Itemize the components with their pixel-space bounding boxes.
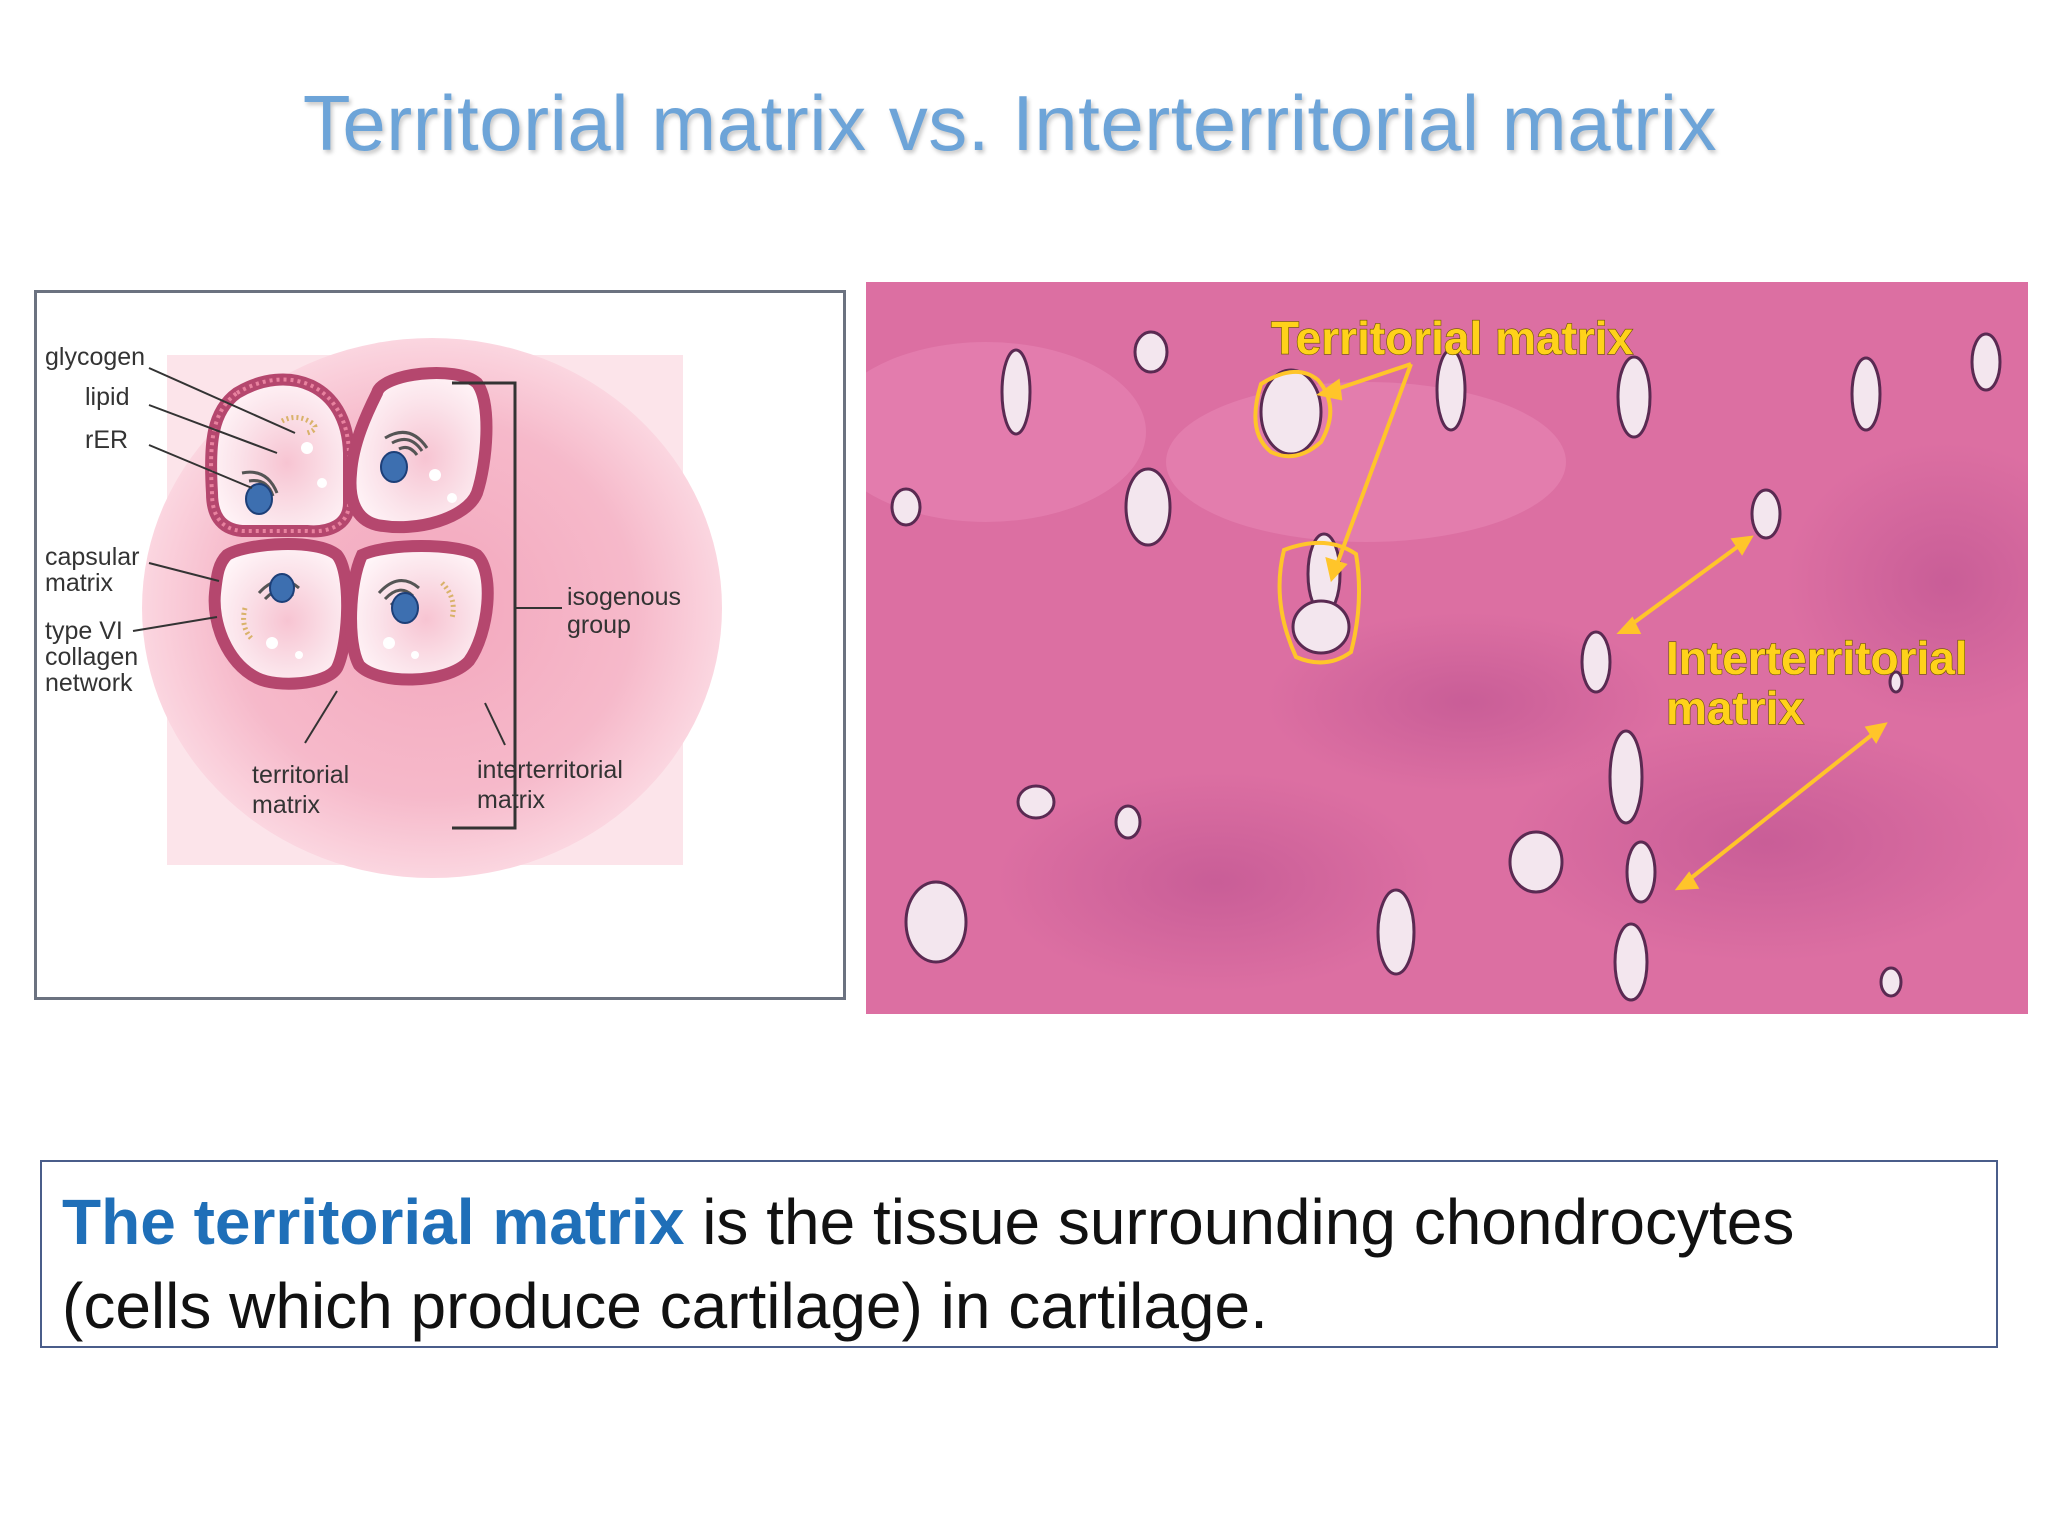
label-lipid: lipid xyxy=(85,383,129,411)
nucleus xyxy=(245,483,273,515)
territorial-outline-1 xyxy=(1253,369,1333,459)
territorial-arrows xyxy=(1316,362,1413,583)
caption-line2: (cells which produce cartilage) in carti… xyxy=(62,1270,1268,1342)
label-territorial-2: matrix xyxy=(252,791,321,819)
label-territorial-1: territorial xyxy=(252,761,349,789)
chondrocyte-top-left xyxy=(205,373,355,538)
territorial-outline-2 xyxy=(1277,540,1362,665)
label-territorial-matrix: Territorial matrix xyxy=(1271,312,1634,364)
highlighted-cell-groups xyxy=(1259,368,1351,655)
nucleus xyxy=(269,573,295,603)
label-rer: rER xyxy=(85,426,128,454)
label-interterritorial-2: matrix xyxy=(1666,682,1804,734)
chondrocyte-bottom-right xyxy=(345,540,494,686)
chondrocyte-bottom-left xyxy=(208,538,354,690)
glycogen-granules xyxy=(280,415,318,436)
label-isogenous-1: isogenous xyxy=(567,583,681,611)
isogenous-group-bracket xyxy=(452,381,517,830)
caption-highlight: The territorial matrix xyxy=(62,1186,685,1258)
label-glycogen: glycogen xyxy=(45,343,145,371)
chondrocyte-top-right xyxy=(344,367,493,534)
glycogen-granules xyxy=(241,607,255,642)
rer-membranes xyxy=(384,430,429,456)
label-collagen-1: type VI xyxy=(45,617,123,645)
interterritorial-arrows xyxy=(1616,535,1888,891)
label-capsular-1: capsular xyxy=(45,543,140,571)
label-capsular-2: matrix xyxy=(45,569,114,597)
cartilage-micrograph: Territorial matrix Interterritorial matr… xyxy=(866,282,2028,1014)
label-isogenous-2: group xyxy=(567,611,631,639)
nucleus xyxy=(380,451,408,483)
slide-title: Territorial matrix vs. Interterritorial … xyxy=(302,79,1718,167)
label-interterritorial-1: Interterritorial xyxy=(1666,632,1968,684)
cartilage-schematic-diagram: glycogen lipid rER capsular matrix type … xyxy=(34,290,846,1000)
caption-line1-rest: is the tissue surrounding chondrocytes xyxy=(684,1186,1795,1258)
nucleus xyxy=(391,592,419,624)
caption-box: The territorial matrix is the tissue sur… xyxy=(40,1160,1998,1348)
lacunae xyxy=(890,330,2002,1002)
label-interterritorial-1: interterritorial xyxy=(477,756,623,784)
label-collagen-2: collagen xyxy=(45,643,138,671)
label-collagen-3: network xyxy=(45,669,133,697)
label-interterritorial-2: matrix xyxy=(477,786,546,814)
